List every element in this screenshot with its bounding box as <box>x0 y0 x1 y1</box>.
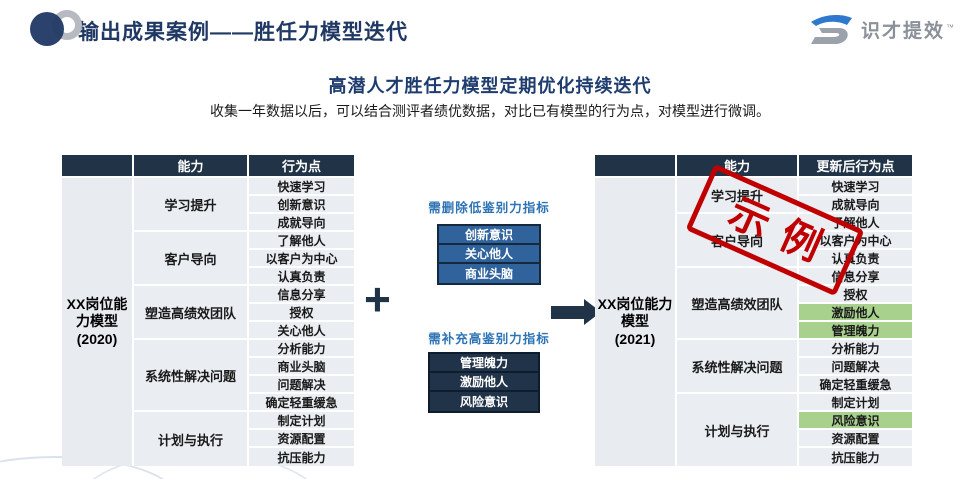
behavior-column: 快速学习成就导向了解他人以客户为中心认真负责信息分享授权激励他人管理魄力分析能力… <box>797 178 912 466</box>
behavior-cell-highlighted: 激励他人 <box>799 304 912 322</box>
add-indicators-title: 需补充高鉴别力指标 <box>428 332 550 346</box>
behavior-cell: 分析能力 <box>799 340 912 358</box>
indicator-item: 管理魄力 <box>430 354 538 373</box>
add-indicators-box: 管理魄力激励他人风险意识 <box>428 352 540 413</box>
capability-cell: 计划与执行 <box>134 412 247 466</box>
behavior-cell: 授权 <box>799 286 912 304</box>
page-title: 输出成果案例——胜任力模型迭代 <box>78 21 408 44</box>
model-name: XX岗位能力模型 <box>66 295 128 330</box>
capability-cell: 计划与执行 <box>677 394 797 466</box>
table-header-behavior: 行为点 <box>247 155 354 176</box>
logo-circle-icon <box>30 12 64 46</box>
behavior-cell: 了解他人 <box>799 214 912 232</box>
behavior-cell: 快速学习 <box>249 178 354 196</box>
plus-icon: + <box>364 273 391 325</box>
table-header-row: 能力行为点 <box>62 155 354 178</box>
model-name: XX岗位能力模型 <box>597 295 673 330</box>
behavior-cell: 确定轻重缓急 <box>249 394 354 412</box>
behavior-cell: 以客户为中心 <box>249 250 354 268</box>
behavior-cell: 制定计划 <box>799 394 912 412</box>
behavior-cell: 认真负责 <box>799 250 912 268</box>
behavior-cell-highlighted: 管理魄力 <box>799 322 912 340</box>
behavior-cell: 制定计划 <box>249 412 354 430</box>
arrow-shaft <box>551 306 584 319</box>
capability-cell: 系统性解决问题 <box>677 340 797 394</box>
brand-logo: 识才提效™ <box>809 12 954 46</box>
behavior-cell: 信息分享 <box>249 286 354 304</box>
behavior-cell: 快速学习 <box>799 178 912 196</box>
capability-cell: 学习提升 <box>134 178 247 232</box>
remove-indicators-title: 需删除低鉴别力指标 <box>428 201 550 215</box>
slide-logo <box>30 8 92 50</box>
brand-d-icon <box>810 14 852 44</box>
indicator-item: 商业头脑 <box>439 264 539 283</box>
brand-tm: ™ <box>946 23 954 33</box>
capability-cell: 客户导向 <box>677 214 797 268</box>
capability-column: 学习提升客户导向塑造高绩效团队系统性解决问题计划与执行 <box>132 178 247 466</box>
table-header-behavior: 更新后行为点 <box>797 155 912 176</box>
behavior-cell: 资源配置 <box>799 430 912 448</box>
behavior-cell: 信息分享 <box>799 268 912 286</box>
model-year: (2020) <box>76 330 118 347</box>
model-year: (2021) <box>614 330 656 347</box>
behavior-cell: 商业头脑 <box>249 358 354 376</box>
indicator-item: 风险意识 <box>430 392 538 411</box>
brand-name: 识才提效 <box>860 20 945 42</box>
table-header-capability: 能力 <box>132 155 247 176</box>
behavior-cell: 关心他人 <box>249 322 354 340</box>
capability-cell: 塑造高绩效团队 <box>677 268 797 340</box>
table-body: XX岗位能力模型(2020)学习提升客户导向塑造高绩效团队系统性解决问题计划与执… <box>62 178 354 466</box>
capability-column: 学习提升客户导向塑造高绩效团队系统性解决问题计划与执行 <box>675 178 797 466</box>
indicator-item: 创新意识 <box>439 226 539 245</box>
capability-cell: 学习提升 <box>677 178 797 214</box>
behavior-cell: 认真负责 <box>249 268 354 286</box>
behavior-cell: 分析能力 <box>249 340 354 358</box>
behavior-cell-highlighted: 风险意识 <box>799 412 912 430</box>
table-header-corner <box>595 155 675 176</box>
capability-cell: 客户导向 <box>134 232 247 286</box>
behavior-cell: 抗压能力 <box>249 448 354 466</box>
behavior-cell: 了解他人 <box>249 232 354 250</box>
model-side-label: XX岗位能力模型(2020) <box>62 178 132 466</box>
right-arrow-icon <box>551 299 601 326</box>
section-title: 高潜人才胜任力模型定期优化持续迭代 <box>328 76 652 96</box>
behavior-cell: 问题解决 <box>799 358 912 376</box>
behavior-column: 快速学习创新意识成就导向了解他人以客户为中心认真负责信息分享授权关心他人分析能力… <box>247 178 354 466</box>
behavior-cell: 成就导向 <box>249 214 354 232</box>
table-body: XX岗位能力模型(2021)学习提升客户导向塑造高绩效团队系统性解决问题计划与执… <box>595 178 912 466</box>
behavior-cell: 问题解决 <box>249 376 354 394</box>
model-side-label: XX岗位能力模型(2021) <box>595 178 675 466</box>
behavior-cell: 抗压能力 <box>799 448 912 466</box>
table-header-row: 能力更新后行为点 <box>595 155 912 178</box>
table-header-capability: 能力 <box>675 155 797 176</box>
section-subtitle: 收集一年数据以后，可以结合测评者绩优数据，对比已有模型的行为点，对模型进行微调。 <box>210 103 770 119</box>
indicator-item: 关心他人 <box>439 245 539 264</box>
indicator-item: 激励他人 <box>430 373 538 392</box>
behavior-cell: 授权 <box>249 304 354 322</box>
behavior-cell: 创新意识 <box>249 196 354 214</box>
remove-indicators-box: 创新意识关心他人商业头脑 <box>437 224 541 285</box>
capability-cell: 系统性解决问题 <box>134 340 247 412</box>
capability-cell: 塑造高绩效团队 <box>134 286 247 340</box>
behavior-cell: 确定轻重缓急 <box>799 376 912 394</box>
behavior-cell: 资源配置 <box>249 430 354 448</box>
table-header-corner <box>62 155 132 176</box>
behavior-cell: 以客户为中心 <box>799 232 912 250</box>
behavior-cell: 成就导向 <box>799 196 912 214</box>
